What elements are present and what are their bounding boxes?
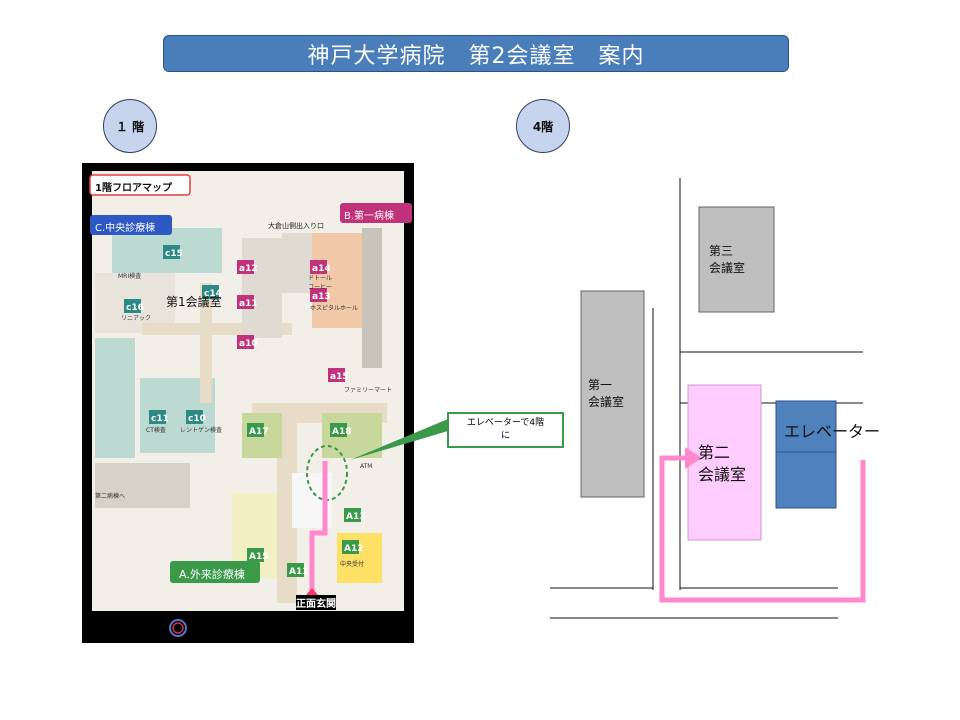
code-A15: A15 (249, 552, 269, 562)
room2-label: 第二 会議室 (698, 443, 747, 484)
label-ct: CT検査 (146, 427, 166, 434)
elevator-label: エレベーター (784, 422, 881, 441)
floor-1-map-graphic: c15 c14 c16 c11 c10 a12 a14 a11 a13 a10 … (89, 171, 412, 637)
label-xray: レントゲン検査 (180, 427, 223, 434)
code-c10: c10 (188, 414, 206, 424)
label-hall: ホスピタルホール (310, 305, 359, 312)
code-a11: a11 (239, 299, 258, 309)
code-a17: A17 (249, 427, 269, 437)
zone-b-label: B.第一病棟 (344, 211, 395, 222)
room1-label-4f: 第一 会議室 (588, 378, 625, 409)
code-a15: a15 (330, 372, 349, 382)
label-linac: リニアック (121, 315, 152, 322)
code-A11: A11 (289, 567, 309, 577)
route-1f (309, 461, 328, 593)
room1-label-1f: 第1会議室 (166, 295, 222, 309)
code-A13: A13 (346, 512, 366, 522)
code-c11: c11 (151, 414, 169, 424)
code-c15: c15 (165, 249, 183, 259)
entrance-label: 正面玄関 (296, 595, 336, 610)
floor-1-map: c15 c14 c16 c11 c10 a12 a14 a11 a13 a10 … (82, 163, 414, 643)
ward-c-left (95, 338, 135, 458)
code-c16: c16 (126, 303, 144, 313)
code-a12: a12 (239, 264, 258, 274)
label-atm: ATM (360, 463, 373, 470)
code-a10: a10 (239, 339, 258, 349)
floor-4-badge: 4階 (516, 99, 570, 153)
code-A12: A12 (344, 544, 364, 554)
room3-label: 第三 会議室 (709, 244, 746, 275)
label-coffee: ドトール コーヒー (308, 275, 333, 291)
elevator-callout: エレベーターで4階 に (447, 412, 564, 448)
zone-a-label: A.外来診療棟 (179, 568, 245, 581)
page-title: 神戸大学病院 第2会議室 案内 (163, 35, 789, 72)
label-family: ファミリーマート (344, 387, 393, 394)
room3-block (698, 206, 775, 313)
route-4f (659, 455, 866, 603)
floor-1-badge: １ 階 (103, 99, 157, 153)
code-a18: A18 (332, 427, 352, 437)
zone-c-label: C.中央診療棟 (95, 223, 156, 234)
floor-4-map (550, 178, 866, 619)
callout-connector (350, 419, 448, 460)
label-mri: MRI検査 (118, 273, 142, 280)
night-entrance-label: 大倉山側出入り口 (268, 222, 324, 230)
code-c14: c14 (204, 289, 222, 299)
code-a14: a14 (312, 264, 331, 274)
label-second-ward: 第二病棟へ (95, 493, 126, 500)
room1-block (580, 290, 645, 498)
label-reception: 中央受付 (340, 561, 365, 568)
map1-header: 1階フロアマップ (95, 183, 172, 194)
elevator-block (775, 400, 837, 509)
code-a13: a13 (312, 292, 331, 302)
